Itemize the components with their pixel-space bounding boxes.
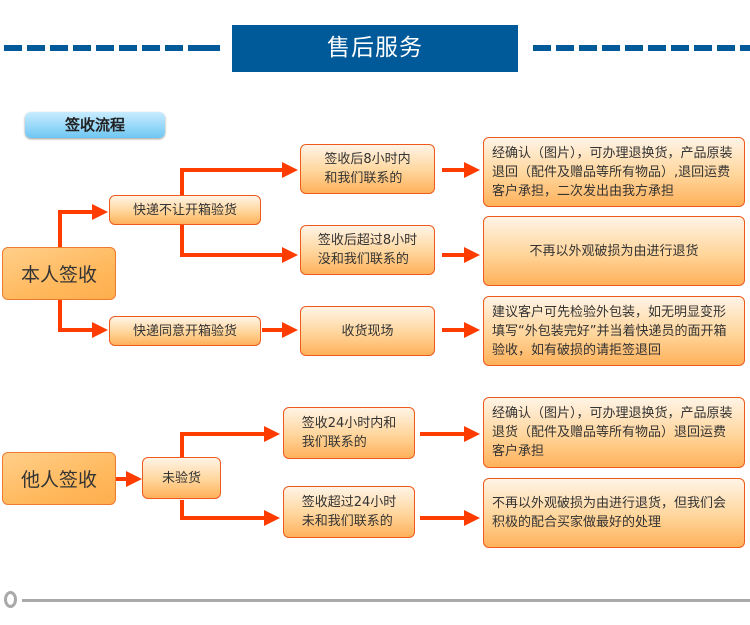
branch-not-inspected: 未验货 xyxy=(142,457,221,499)
dash xyxy=(206,45,220,51)
dash xyxy=(142,45,160,51)
dash xyxy=(556,45,574,51)
dash xyxy=(625,45,643,51)
dash xyxy=(188,45,206,51)
dash xyxy=(4,45,22,51)
condition-within-8h: 签收后8小时内 和我们联系的 xyxy=(300,144,435,194)
dash xyxy=(694,45,712,51)
connector xyxy=(58,204,108,247)
dash xyxy=(671,45,689,51)
dash xyxy=(579,45,597,51)
dash xyxy=(533,45,551,51)
connector xyxy=(58,300,108,338)
connector xyxy=(180,162,298,195)
result-inspect-package: 建议客户可先检验外包装，如无明显变形填写“外包装完好”并当着快递员的面开箱验收，… xyxy=(483,296,745,366)
dash xyxy=(165,45,183,51)
connector xyxy=(180,225,298,263)
result-no-return-cooperate: 不再以外观破损为由进行退货，但我们会积极的配合买家做最好的处理 xyxy=(483,478,745,548)
dash xyxy=(602,45,620,51)
dash xyxy=(96,45,114,51)
result-return-exchange: 经确认（图片），可办理退换货，产品原装退回（配件及赠品等所有物品）,退回运费客户… xyxy=(483,137,745,207)
dash xyxy=(119,45,137,51)
connector xyxy=(180,426,280,458)
page-title: 售后服务 xyxy=(232,25,518,72)
dash xyxy=(717,45,735,51)
dash xyxy=(648,45,666,51)
condition-on-site: 收货现场 xyxy=(300,306,435,356)
condition-over-8h: 签收后超过8小时 没和我们联系的 xyxy=(300,225,435,275)
result-no-return: 不再以外观破损为由进行退货 xyxy=(483,216,745,286)
footer-divider xyxy=(22,599,750,602)
dash xyxy=(740,45,750,51)
section-label: 签收流程 xyxy=(25,112,165,138)
connector xyxy=(180,500,280,526)
dash xyxy=(27,45,45,51)
dash xyxy=(50,45,68,51)
condition-within-24h: 签收24小时内和 我们联系的 xyxy=(283,407,415,459)
result-return-exchange-24h: 经确认（图片），可办理退换货，产品原装退货（配件及赠品等所有物品）退回运费客户承… xyxy=(483,397,745,468)
footer-circle-icon xyxy=(4,591,17,608)
branch-no-open-inspection: 快递不让开箱验货 xyxy=(109,195,261,225)
self-sign-node: 本人签收 xyxy=(2,247,116,300)
branch-open-inspection: 快递同意开箱验货 xyxy=(109,316,261,346)
dash xyxy=(73,45,91,51)
condition-over-24h: 签收超过24小时 未和我们联系的 xyxy=(283,486,415,538)
other-sign-node: 他人签收 xyxy=(2,452,116,505)
